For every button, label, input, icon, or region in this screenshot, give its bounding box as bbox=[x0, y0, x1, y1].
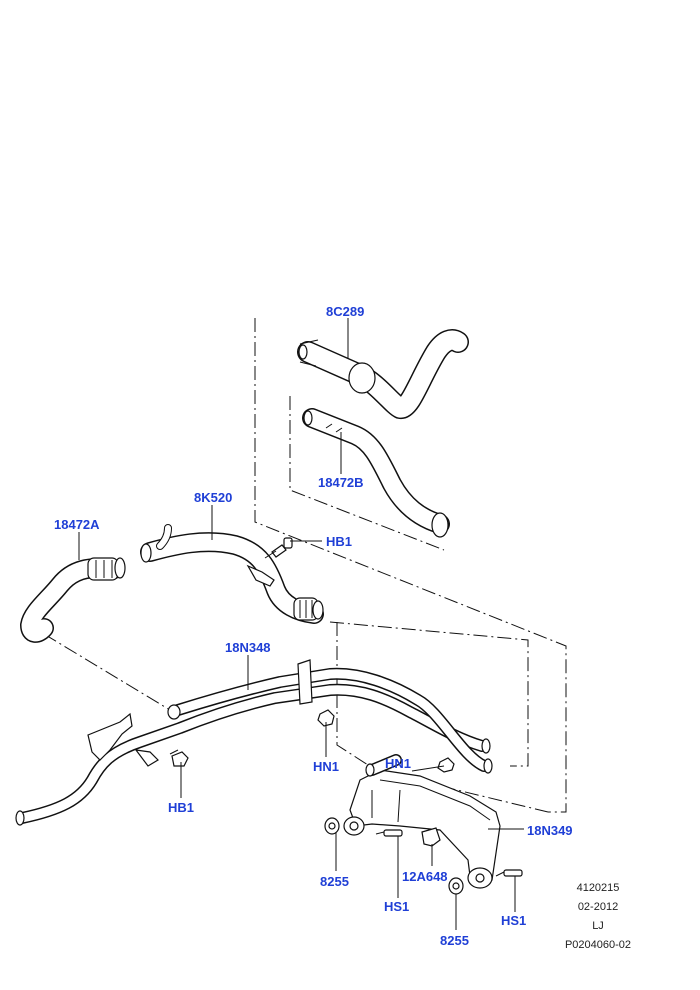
bolt-hs1-left[interactable] bbox=[375, 829, 403, 837]
label-hs1-left: HS1 bbox=[384, 899, 409, 914]
label-8k520: 8K520 bbox=[194, 490, 232, 505]
reference-date: 02-2012 bbox=[578, 901, 618, 913]
tube-18n348[interactable] bbox=[15, 659, 493, 826]
nut-hn1-right[interactable] bbox=[437, 757, 455, 773]
hose-18472a[interactable] bbox=[20, 557, 126, 643]
label-12a648: 12A648 bbox=[402, 869, 448, 884]
reference-number: 4120215 bbox=[577, 882, 620, 894]
label-hs1-right: HS1 bbox=[501, 913, 526, 928]
label-8c289: 8C289 bbox=[326, 304, 364, 319]
bracket-18n349[interactable] bbox=[343, 754, 501, 889]
label-18472a: 18472A bbox=[54, 517, 100, 532]
hose-18472b[interactable] bbox=[302, 408, 450, 538]
label-hb1-top: HB1 bbox=[326, 534, 352, 549]
sensor-12a648[interactable] bbox=[421, 827, 441, 847]
reference-model: LJ bbox=[592, 920, 604, 932]
label-hb1-bottom: HB1 bbox=[168, 800, 194, 815]
leader-lines bbox=[78, 318, 524, 930]
hose-8k520[interactable] bbox=[140, 524, 324, 624]
washer-8255-upper[interactable] bbox=[324, 817, 340, 835]
reference-drawing-id: P0204060-02 bbox=[565, 939, 631, 951]
hose-8c289[interactable] bbox=[297, 329, 469, 419]
label-hn1-right: HN1 bbox=[385, 756, 411, 771]
label-18472b: 18472B bbox=[318, 475, 364, 490]
label-18n348: 18N348 bbox=[225, 640, 271, 655]
bolt-hs1-right[interactable] bbox=[495, 869, 523, 877]
label-8255-upper: 8255 bbox=[320, 874, 349, 889]
label-hn1-left: HN1 bbox=[313, 759, 339, 774]
drawing-reference: 4120215 02-2012 LJ P0204060-02 bbox=[565, 882, 631, 951]
bolt-hb1-bottom[interactable] bbox=[169, 749, 189, 767]
nut-hn1-left[interactable] bbox=[317, 709, 335, 727]
bolt-hb1-top[interactable] bbox=[264, 537, 293, 559]
washer-8255-lower[interactable] bbox=[448, 877, 464, 895]
label-18n349: 18N349 bbox=[527, 823, 573, 838]
part-labels: 8C289 18472B 8K520 18472A HB1 18N348 HN1… bbox=[54, 304, 573, 948]
label-8255-lower: 8255 bbox=[440, 933, 469, 948]
